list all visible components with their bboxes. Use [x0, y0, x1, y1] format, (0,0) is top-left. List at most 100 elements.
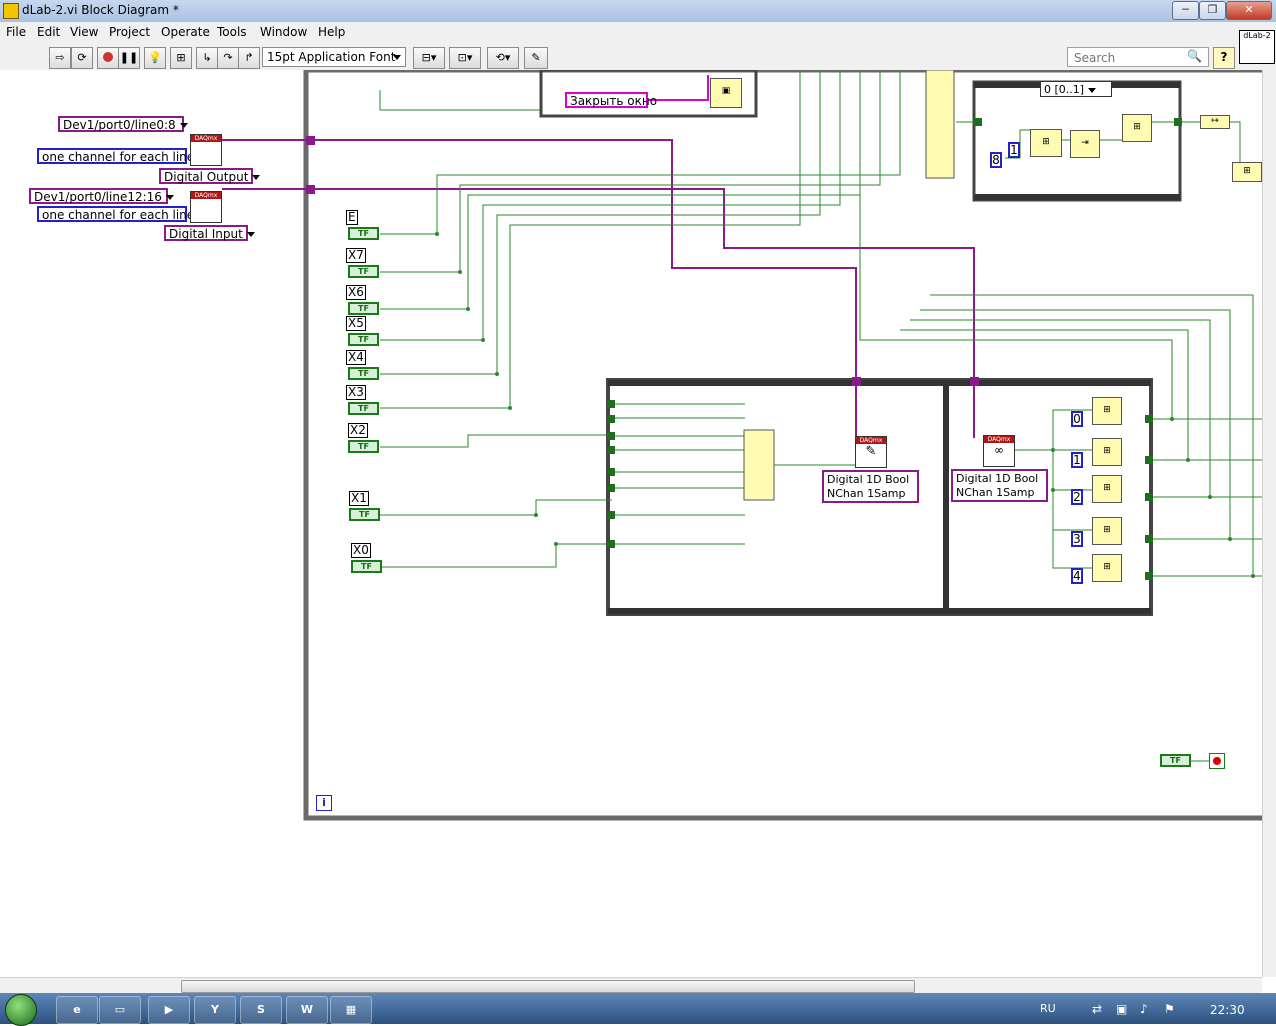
- iteration-terminal[interactable]: i: [316, 795, 332, 811]
- menu-project[interactable]: Project: [109, 25, 151, 39]
- vertical-scrollbar[interactable]: [1262, 70, 1276, 977]
- index-const-2[interactable]: 2: [1071, 489, 1083, 505]
- clock[interactable]: 22:30: [1210, 1003, 1245, 1017]
- menu-edit[interactable]: Edit: [37, 25, 61, 39]
- font-select[interactable]: 15pt Application Font: [262, 47, 406, 67]
- daq-tag: DAQmx: [191, 135, 221, 142]
- step-out-icon[interactable]: ↱: [238, 47, 260, 69]
- language-indicator[interactable]: RU: [1040, 1002, 1056, 1015]
- daqmx-write-node[interactable]: DAQmx✎: [855, 436, 887, 468]
- build-array-node-case[interactable]: ⊞: [1122, 114, 1152, 142]
- case-selector[interactable]: 0 [0..1]: [1040, 81, 1112, 97]
- explorer-icon[interactable]: ▭: [99, 996, 141, 1024]
- do-channel-value: Dev1/port0/line0:8: [63, 118, 176, 132]
- bool-terminal-e[interactable]: TF: [348, 227, 379, 240]
- bool-terminal-x2[interactable]: TF: [348, 440, 379, 453]
- array-subset-node[interactable]: ⊞: [1030, 129, 1062, 157]
- task-type-out-value: Digital Output: [164, 170, 249, 184]
- bool-label-x2: X2: [348, 423, 368, 438]
- block-diagram[interactable]: Dev1/port0/line0:8 one channel for each …: [0, 70, 1262, 977]
- retain-wire-values-icon[interactable]: ⊞: [170, 47, 192, 69]
- close-button[interactable]: ✕: [1226, 1, 1272, 20]
- search-box[interactable]: 🔍: [1067, 47, 1209, 67]
- tray-network-icon[interactable]: ⇄: [1092, 1002, 1103, 1016]
- daqmx-create-channel-out[interactable]: DAQmx: [190, 134, 222, 166]
- highlight-execution-icon[interactable]: 💡: [144, 47, 166, 69]
- help-icon[interactable]: ?: [1213, 47, 1235, 69]
- run-continuous-icon[interactable]: ⟳: [71, 47, 93, 69]
- const-8[interactable]: 8: [990, 152, 1002, 168]
- menu-help[interactable]: Help: [318, 25, 346, 39]
- bool-terminal-x3[interactable]: TF: [348, 402, 379, 415]
- di-channel-control[interactable]: Dev1/port0/line12:16: [29, 188, 174, 204]
- task-type-in-control[interactable]: Digital Input: [164, 225, 255, 241]
- line-grouping-control-1[interactable]: one channel for each line: [37, 148, 207, 164]
- array-to-number-node[interactable]: ↦: [1200, 115, 1230, 129]
- tray-flag-icon[interactable]: ⚑: [1164, 1002, 1175, 1016]
- tray-device-icon[interactable]: ▣: [1116, 1002, 1128, 1016]
- media-player-icon[interactable]: ▶: [148, 996, 190, 1024]
- yandex-icon[interactable]: Y: [194, 996, 236, 1024]
- bool-label-x3: X3: [346, 385, 366, 400]
- index-array-node-0[interactable]: ⊞: [1092, 397, 1122, 425]
- bool-terminal-x4[interactable]: TF: [348, 367, 379, 380]
- index-const-3[interactable]: 3: [1071, 531, 1083, 547]
- word-icon[interactable]: W: [286, 996, 328, 1024]
- step-over-icon[interactable]: ↷: [217, 47, 239, 69]
- do-channel-control[interactable]: Dev1/port0/line0:8: [58, 116, 188, 132]
- index-array-node-2[interactable]: ⊞: [1092, 475, 1122, 503]
- vi-icon[interactable]: dLab-2: [1239, 30, 1275, 64]
- index-array-node-4[interactable]: ⊞: [1092, 554, 1122, 582]
- align-objects-icon[interactable]: ⊟▾: [413, 47, 445, 69]
- abort-icon[interactable]: [97, 47, 119, 69]
- loop-condition-icon[interactable]: [1209, 753, 1225, 769]
- menu-operate[interactable]: Operate: [161, 25, 210, 39]
- index-const-4[interactable]: 4: [1071, 568, 1083, 584]
- seq-divider: [943, 380, 949, 614]
- ie-icon[interactable]: e: [56, 996, 98, 1024]
- daqmx-create-channel-in[interactable]: DAQmx: [190, 191, 222, 223]
- minimize-button[interactable]: ─: [1172, 1, 1199, 20]
- step-into-icon[interactable]: ↳: [196, 47, 218, 69]
- menu-tools[interactable]: Tools: [217, 25, 247, 39]
- distribute-objects-icon[interactable]: ⊡▾: [449, 47, 481, 69]
- restore-button[interactable]: ❐: [1199, 1, 1226, 20]
- menu-file[interactable]: File: [6, 25, 27, 39]
- bool-terminal-x1[interactable]: TF: [349, 508, 380, 521]
- skype-icon[interactable]: S: [240, 996, 282, 1024]
- tray-volume-icon[interactable]: ♪: [1140, 1002, 1148, 1016]
- index-array-node-3[interactable]: ⊞: [1092, 517, 1122, 545]
- const-1[interactable]: 1: [1008, 142, 1020, 158]
- close-window-node[interactable]: ▣: [710, 78, 742, 108]
- chevron-down-icon: [393, 55, 401, 60]
- index-const-1[interactable]: 1: [1071, 452, 1083, 468]
- menu-view[interactable]: View: [70, 25, 99, 39]
- stop-bool-terminal[interactable]: TF: [1160, 754, 1191, 767]
- reorder-icon[interactable]: ⟲▾: [487, 47, 519, 69]
- menu-window[interactable]: Window: [260, 25, 308, 39]
- labview-icon[interactable]: ▦: [330, 996, 372, 1024]
- reverse-array-node[interactable]: ⇥: [1070, 130, 1100, 158]
- index-const-0[interactable]: 0: [1071, 411, 1083, 427]
- line-grouping-control-2[interactable]: one channel for each line: [37, 206, 207, 222]
- index-array-node-1[interactable]: ⊞: [1092, 438, 1122, 466]
- run-arrow-icon[interactable]: ⇨: [49, 47, 71, 69]
- clean-up-diagram-icon[interactable]: ✎: [524, 47, 548, 69]
- title-bar[interactable]: [0, 0, 1276, 23]
- bool-terminal-x6[interactable]: TF: [348, 302, 379, 315]
- horizontal-scroll-thumb[interactable]: [181, 980, 915, 993]
- daqmx-read-node[interactable]: DAQmx∞: [983, 435, 1015, 467]
- bool-terminal-x5[interactable]: TF: [348, 333, 379, 346]
- task-type-out-control[interactable]: Digital Output: [159, 168, 261, 184]
- font-select-value: 15pt Application Font: [267, 50, 396, 64]
- bool-terminal-x0[interactable]: TF: [351, 560, 382, 573]
- seq-top-rail: [608, 380, 1151, 386]
- close-window-string[interactable]: Закрыть окно: [565, 92, 657, 108]
- pause-icon[interactable]: ❚❚: [118, 47, 140, 69]
- indicator-node[interactable]: ⊞: [1232, 162, 1262, 182]
- search-input[interactable]: [1072, 49, 1186, 67]
- bool-terminal-x7[interactable]: TF: [348, 265, 379, 278]
- start-button[interactable]: [5, 994, 37, 1026]
